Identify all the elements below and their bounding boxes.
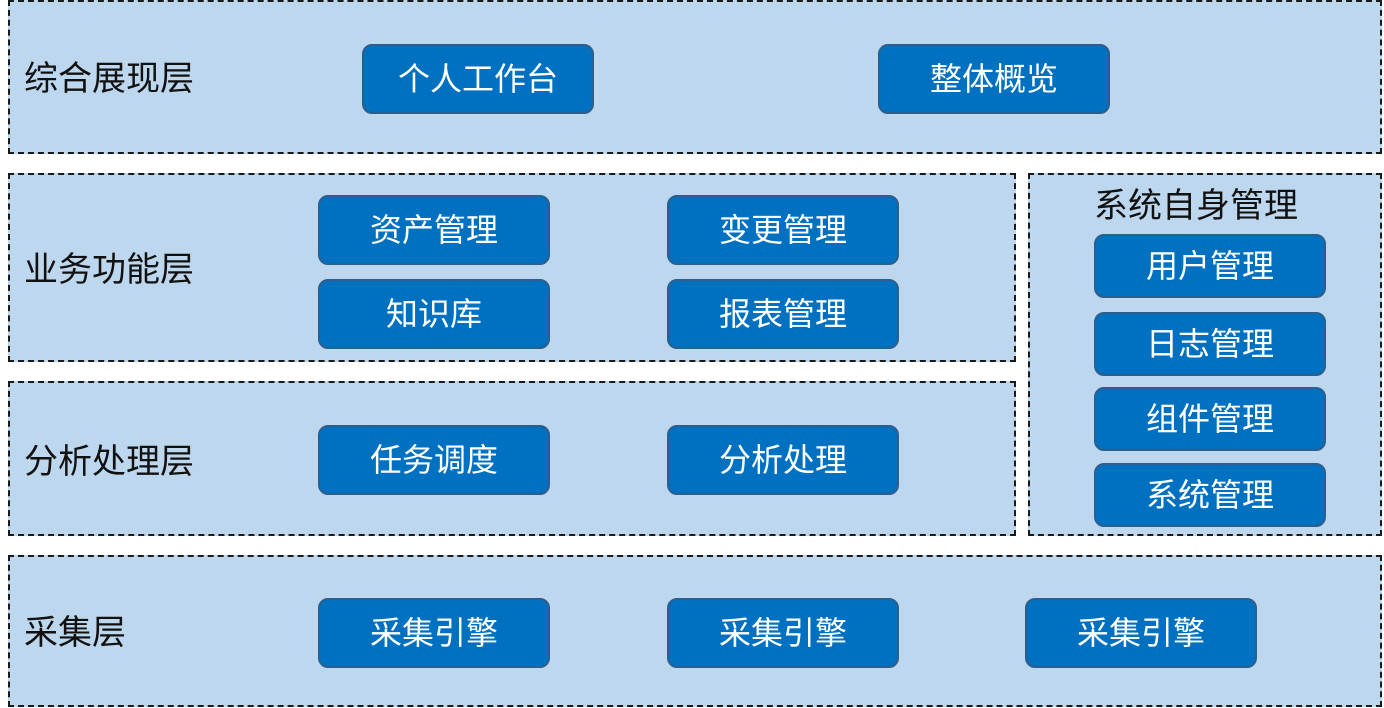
module-collection-engine-3[interactable]: 采集引擎 <box>1025 598 1257 668</box>
system-layer-label: 系统自身管理 <box>1094 186 1298 226</box>
module-log-management[interactable]: 日志管理 <box>1094 312 1326 376</box>
analysis-layer-label: 分析处理层 <box>24 442 194 482</box>
business-layer: 业务功能层 资产管理 变更管理 知识库 报表管理 <box>8 173 1016 362</box>
presentation-layer: 综合展现层 个人工作台 整体概览 <box>8 0 1382 154</box>
business-layer-label: 业务功能层 <box>24 250 194 290</box>
module-overall-overview[interactable]: 整体概览 <box>878 44 1110 114</box>
module-change-management[interactable]: 变更管理 <box>667 195 899 265</box>
module-component-management[interactable]: 组件管理 <box>1094 387 1326 451</box>
module-report-management[interactable]: 报表管理 <box>667 279 899 349</box>
collection-layer-label: 采集层 <box>24 613 126 653</box>
presentation-layer-label: 综合展现层 <box>24 59 194 99</box>
module-user-management[interactable]: 用户管理 <box>1094 234 1326 298</box>
analysis-layer: 分析处理层 任务调度 分析处理 <box>8 381 1016 536</box>
module-collection-engine-2[interactable]: 采集引擎 <box>667 598 899 668</box>
module-task-scheduling[interactable]: 任务调度 <box>318 425 550 495</box>
module-personal-workbench[interactable]: 个人工作台 <box>362 44 594 114</box>
module-system-management[interactable]: 系统管理 <box>1094 463 1326 527</box>
module-analysis-processing[interactable]: 分析处理 <box>667 425 899 495</box>
module-asset-management[interactable]: 资产管理 <box>318 195 550 265</box>
module-collection-engine-1[interactable]: 采集引擎 <box>318 598 550 668</box>
collection-layer: 采集层 采集引擎 采集引擎 采集引擎 <box>8 555 1382 707</box>
system-layer: 系统自身管理 用户管理 日志管理 组件管理 系统管理 <box>1028 173 1382 536</box>
module-knowledge-base[interactable]: 知识库 <box>318 279 550 349</box>
